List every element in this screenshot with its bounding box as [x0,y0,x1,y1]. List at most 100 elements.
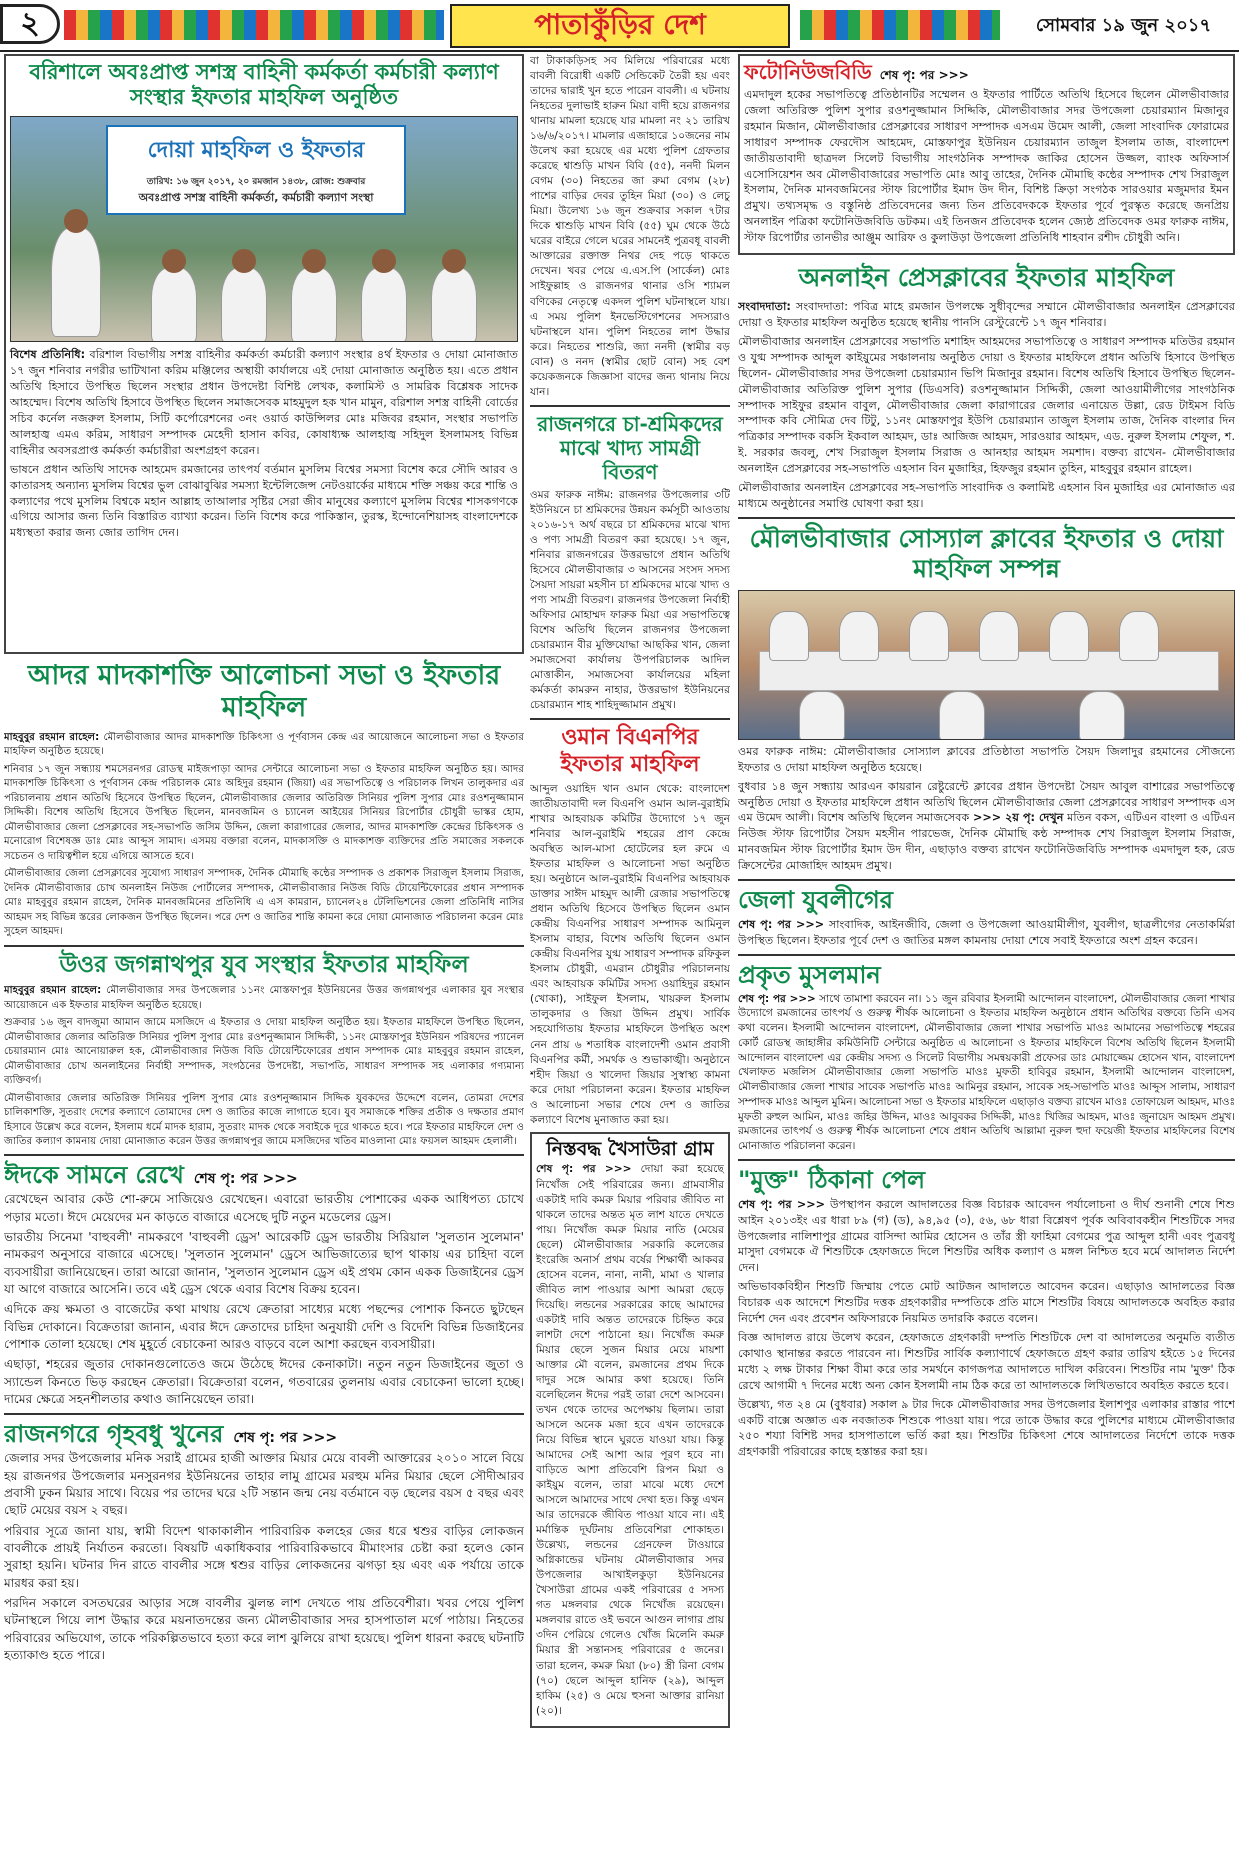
divider [530,718,730,721]
paragraph: মৌলভীবাজার অনলাইন প্রেসক্লাবের সহ-সভাপতি… [738,481,1235,510]
headline-khoisaura: নিস্তবদ্ধ খৈসাউরা গ্রাম [546,1137,714,1160]
paragraph: ভাষনে প্রধান অতিথি সাদেক আহমেদ রমজানের ত… [10,462,518,540]
paragraph: মৌলভীবাজার জেলার অতিরিক্ত সিনিয়র পুলিশ … [4,1092,524,1147]
person-guest [431,267,477,342]
continued-label: শেষ পৃ: পর >>> [193,1171,298,1188]
paragraph: উল্লেখ্য, গত ২৪ মে (বুধবার) সকাল ৯ টার দ… [738,1397,1235,1459]
person-diner [909,610,949,661]
paragraph: শেষ পৃ: পর >>> সাংবাদিক, আইনজীবি, জেলা ও… [738,917,1235,947]
paragraph: জেলার সদর উপজেলার মনিক সরাই গ্রামের হাজী… [4,1451,524,1518]
paragraph: শেষ পৃ: পর >>> উপস্থাপন করলে আদালতের বিজ… [738,1197,1235,1275]
person-diner [939,690,985,739]
divider [738,1158,1235,1161]
column-right: ফটোনিউজবিডি শেষ পৃ: পর >>> এমদাদুল হকের … [738,54,1235,1866]
paragraph: মৌলভীবাজার অনলাইন প্রেসক্লাবের সভাপতি মশ… [738,334,1235,476]
event-banner-org: অবঃপ্রাপ্ত সশস্ত্র বাহিনী কর্মকর্তা, কর্… [138,190,374,204]
headline-murder: রাজনগরে গৃহবধু খুনের [4,1420,224,1449]
paragraph: বুধবার ১৪ জুন সন্ধ্যায় আরএন কায়রান রেষ… [738,779,1235,873]
headline-rajnagar-tea: রাজনগরে চা-শ্রমিকদের মাঝে খাদ্য সামগ্রী … [537,411,723,484]
headline-eid: ঈদকে সামনে রেখে [4,1161,184,1190]
person-diner [1119,610,1159,661]
headline-mukto: "মুক্ত" ঠিকানা পেল [738,1165,925,1194]
paragraph: শনিবার ১৭ জুন সন্ধ্যায় শমসেরনগর রোডস্থ … [4,763,524,862]
paragraph: পরদিন সকালে বসতঘরের আড়ার সঙ্গে বাবলীর ঝ… [4,1596,524,1663]
headline-adar: আদর মাদকাশক্তি আলোচনা সভা ও ইফতার মাহফিল [27,660,501,724]
event-banner: দোয়া মাহফিল ও ইফতার তারিখ: ১৬ জুন ২০১৭,… [106,125,406,216]
paragraph: এদিকে ক্রয় ক্ষমতা ও বাজেটের কথা মাথায় … [4,1302,524,1352]
person-diner [1049,610,1089,661]
paragraph: বিশেষ প্রতিনিধি: বরিশাল বিভাগীয় সশস্ত্র… [10,348,519,457]
person-guest [291,267,337,342]
headline-jubo-league: জেলা যুবলীগের [738,886,893,915]
paragraph: অভিভাবকবিহীন শিশুটি জিম্মায় পেতে মোট আট… [738,1280,1235,1326]
paragraph: শেষ পৃ: পর >>> সাথে তামাশা করবেন না। ১১ … [738,992,1235,1153]
headline-real-muslim: প্রকৃত মুসলমান [738,960,881,989]
paragraph: মাহবুবুর রহমান রাহেল: মৌলভীবাজার আদর মাদ… [4,731,524,758]
person-guest [221,267,267,342]
decorative-stripe-left [64,10,444,40]
paragraph: এছাড়া, শহরের জুতার দোকানগুলোতেও জমে উঠে… [4,1357,524,1407]
person-diner [769,610,809,661]
continued-label: শেষ পৃ: পর >>> [233,1430,338,1447]
headline-murder-row: রাজনগরে গৃহবধু খুনের শেষ পৃ: পর >>> [4,1420,524,1450]
paragraph: বা টাকাকড়িসহ সব মিলিয়ে পরিবারের মধ্যে … [530,55,730,398]
headline-eid-row: ঈদকে সামনে রেখে শেষ পৃ: পর >>> [4,1161,524,1191]
divider [4,944,524,947]
masthead: ২ পাতাকুঁড়ির দেশ সোমবার ১৯ জুন ২০১৭ [0,0,1239,52]
person-head [232,249,256,274]
divider [530,404,730,407]
column-left: বরিশালে অবঃপ্রাপ্ত সশস্ত্র বাহিনী কর্মকর… [4,54,524,1866]
article-khoisaura: নিস্তবদ্ধ খৈসাউরা গ্রাম শেষ পৃ: পর >>> দ… [530,1131,730,1728]
person-speaker [51,227,101,338]
person-head [372,249,396,274]
paragraph: সংবাদদাতা: সংবাদদাতা: পবিত্র মাহে রমজান … [738,300,1235,329]
person-head [302,249,326,274]
event-banner-date: তারিখ: ১৬ জুন ২০১৭, ২০ রমজান ১৪৩৮, রোজ: … [146,176,366,187]
person-diner [1079,690,1125,739]
event-banner-title: দোয়া মাহফিল ও ইফতার [147,137,365,163]
page-number: ২ [0,4,60,44]
paragraph: শুক্রবার ১৬ জুন বাদজুমা আমান জামে মসজিদে… [4,1017,524,1087]
divider [4,1154,524,1157]
paragraph: বিজ্ঞ আদালত রায়ে উলেখ করেন, হেফাজতে গ্র… [738,1330,1235,1392]
paragraph: আব্দুল ওয়াহিদ খান ওমান থেকে: বাংলাদেশ জ… [530,782,730,1126]
article-photonews: ফটোনিউজবিডি শেষ পৃ: পর >>> এমদাদুল হকের … [738,54,1235,256]
person-head [64,209,88,234]
person-diner [839,610,879,661]
newspaper-brand: পাতাকুঁড়ির দেশ [450,4,790,48]
person-guest [361,267,407,342]
divider [738,953,1235,956]
headline-jagannathpur: উওর জগন্নাথপুর যুব সংস্থার ইফতার মাহফিল [59,951,469,978]
paragraph: ওমর ফারুক নাঈম: রাজনগর উপজেলার ৩টি ইউনিয… [530,488,730,712]
headline-social-club: মৌলভীবাজার সোস্যাল ক্লাবের ইফতার ও দোয়া… [749,523,1224,583]
headline-photonews-row: ফটোনিউজবিডি শেষ পৃ: পর >>> [744,60,1229,87]
paragraph: এমদাদুল হকের সভাপতিত্বে প্রতিষ্ঠানটির সম… [744,88,1229,245]
divider [738,516,1235,519]
article-barishal: বরিশালে অবঃপ্রাপ্ত সশস্ত্র বাহিনী কর্মকর… [4,54,524,654]
dateline: সোমবার ১৯ জুন ২০১৭ [1035,14,1212,36]
continued-label: শেষ পৃ: পর >>> [879,68,969,82]
person-guest [151,267,197,342]
headline-barishal: বরিশালে অবঃপ্রাপ্ত সশস্ত্র বাহিনী কর্মকর… [29,60,499,110]
paragraph: রেখেছেন আবার কেউ শো-রুমে সাজিয়েও রেখেছে… [4,1192,524,1224]
decorative-stripe-right [800,10,1000,40]
article-adar: আদর মাদকাশক্তি আলোচনা সভা ও ইফতার মাহফিল… [4,654,524,1860]
photo-barishal-event: দোয়া মাহফিল ও ইফতার তারিখ: ১৬ জুন ২০১৭,… [10,116,518,343]
photo-social-club-iftar [738,589,1235,740]
person-diner [799,690,845,739]
divider [4,1413,524,1416]
headline-oman-bnp: ওমান বিএনপির ইফতার মাহফিল [560,725,700,777]
person-diner [979,610,1019,661]
headline-online-press: অনলাইন প্রেসক্লাবের ইফতার মাহফিল [798,263,1175,293]
person-head [442,249,466,274]
paragraph: শেষ পৃ: পর >>> দোয়া করা হয়েছে নিখোঁজ স… [536,1163,724,1717]
paragraph: মাহবুবুর রহমান রাহেল: মৌলভীবাজার সদর উপজ… [4,985,524,1011]
paragraph: ওমর ফারুক নাঈম: মৌলভীবাজার সোস্যাল ক্লাব… [738,744,1235,774]
paragraph: পরিবার সূত্রে জানা যায়, স্বামী বিদেশ থা… [4,1523,524,1590]
headline-photonews: ফটোনিউজবিডি [744,60,872,84]
paragraph: ভারতীয় সিনেমা 'বাহুবলী' নামকরণে 'বাহুবল… [4,1230,524,1297]
person-head [162,249,186,274]
column-middle: বা টাকাকড়িসহ সব মিলিয়ে পরিবারের মধ্যে … [530,54,730,1866]
paragraph: মৌলভীবাজার জেলা প্রেসক্লাবের সুযোগ্য সাধ… [4,868,524,938]
divider [738,879,1235,882]
